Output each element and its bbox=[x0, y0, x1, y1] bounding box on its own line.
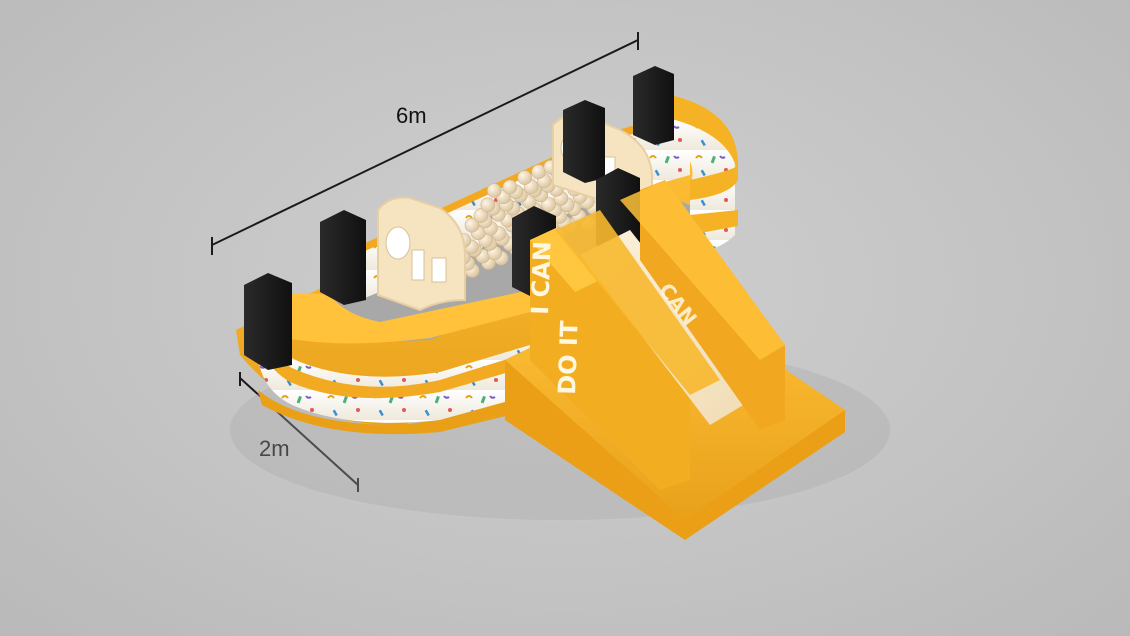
post-front-left bbox=[244, 273, 292, 370]
ball bbox=[517, 170, 532, 185]
ball bbox=[486, 183, 502, 198]
width-label: 2m bbox=[259, 436, 290, 461]
cream-arch-left bbox=[377, 196, 466, 312]
post-back-left bbox=[320, 210, 366, 305]
ball bbox=[473, 208, 489, 223]
slide-left-wall bbox=[530, 228, 690, 490]
slide: I CAN DO IT CAN bbox=[505, 180, 845, 540]
ball bbox=[464, 217, 480, 233]
ball bbox=[541, 197, 556, 212]
length-label: 6m bbox=[396, 103, 427, 128]
right-curved-wall bbox=[655, 92, 738, 255]
front-curved-wall bbox=[256, 290, 530, 435]
ball bbox=[502, 179, 518, 195]
slide-slogan-line2: DO IT bbox=[553, 320, 584, 396]
ball bbox=[480, 197, 496, 213]
post-back-middle bbox=[563, 100, 605, 183]
slide-slogan-line1: I CAN bbox=[526, 241, 557, 315]
length-dimension: 6m bbox=[211, 32, 639, 255]
post-back-right bbox=[633, 66, 674, 145]
